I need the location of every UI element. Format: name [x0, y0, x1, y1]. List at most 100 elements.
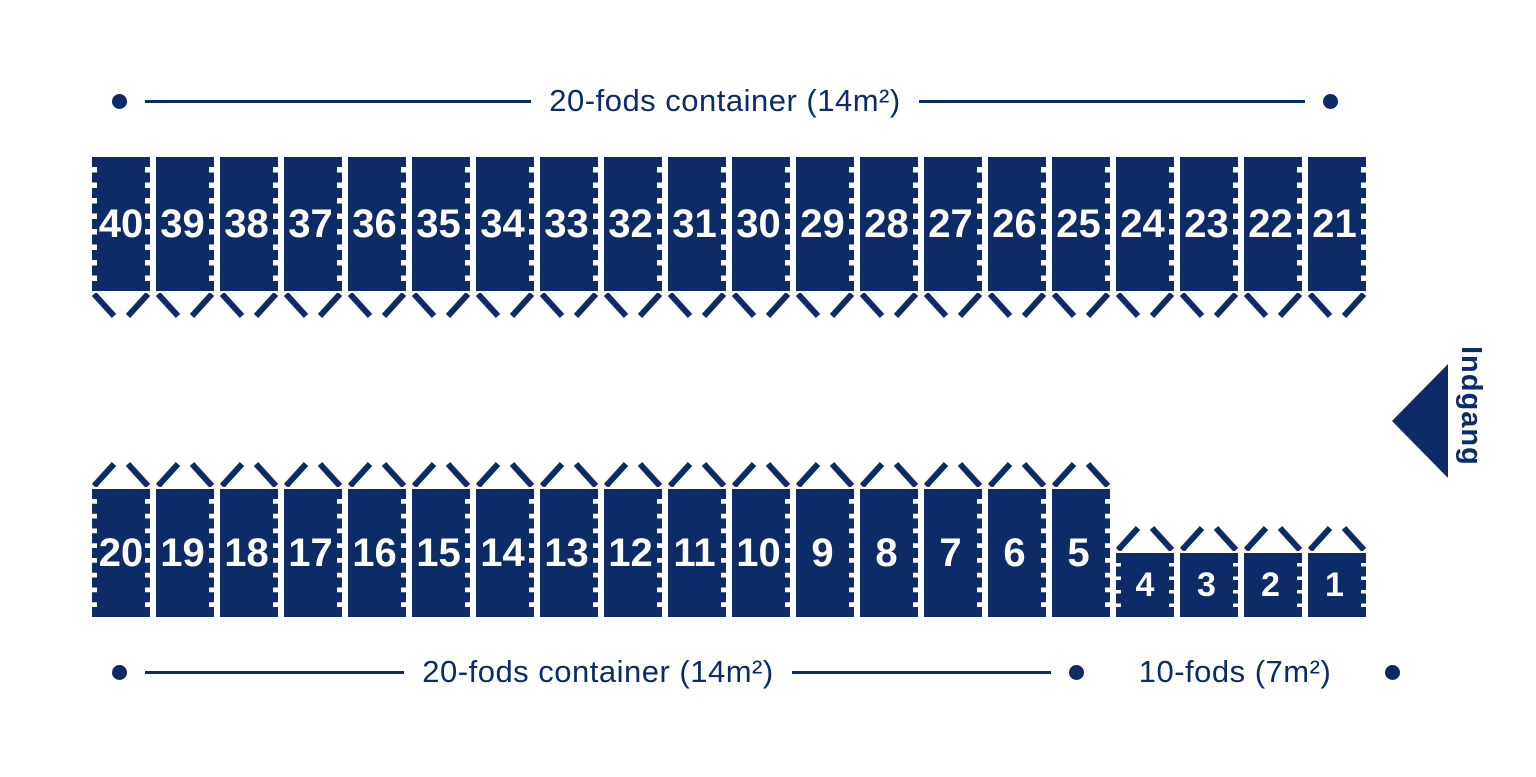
container-20fods: 17 — [284, 461, 342, 617]
container-box: 34 — [476, 157, 534, 291]
container-number: 36 — [352, 202, 397, 246]
container-box: 35 — [412, 157, 470, 291]
container-20fods: 8 — [860, 461, 918, 617]
container-box: 38 — [220, 157, 278, 291]
container-number: 5 — [1067, 531, 1090, 575]
container-box: 8 — [860, 489, 918, 617]
container-doors-icon — [924, 461, 982, 487]
container-box: 6 — [988, 489, 1046, 617]
container-doors-icon — [604, 461, 662, 487]
container-box: 9 — [796, 489, 854, 617]
container-number: 13 — [544, 531, 589, 575]
container-doors-icon — [1180, 293, 1238, 319]
container-doors-icon — [92, 293, 150, 319]
container-doors-icon — [1116, 525, 1174, 551]
container-box: 33 — [540, 157, 598, 291]
ruler-label-bottom-10fods: 10-fods (7m²) — [1138, 654, 1332, 689]
container-number: 2 — [1261, 566, 1280, 604]
container-20fods: 30 — [732, 157, 790, 319]
container-doors-icon — [668, 461, 726, 487]
container-20fods: 35 — [412, 157, 470, 319]
container-doors-icon — [1244, 525, 1302, 551]
container-doors-icon — [604, 293, 662, 319]
container-box: 2 — [1244, 553, 1302, 617]
container-20fods: 22 — [1244, 157, 1302, 319]
container-doors-icon — [988, 293, 1046, 319]
container-box: 1 — [1308, 553, 1366, 617]
container-box: 15 — [412, 489, 470, 617]
container-doors-icon — [860, 293, 918, 319]
container-20fods: 37 — [284, 157, 342, 319]
container-20fods: 33 — [540, 157, 598, 319]
container-row-top: 40 39 38 — [92, 157, 1366, 319]
container-doors-icon — [412, 293, 470, 319]
container-box: 26 — [988, 157, 1046, 291]
container-number: 18 — [224, 531, 269, 575]
container-number: 15 — [416, 531, 461, 575]
container-doors-icon — [220, 461, 278, 487]
container-number: 37 — [288, 202, 333, 246]
container-20fods: 26 — [988, 157, 1046, 319]
container-box: 30 — [732, 157, 790, 291]
container-20fods: 28 — [860, 157, 918, 319]
container-number: 39 — [160, 202, 205, 246]
container-box: 12 — [604, 489, 662, 617]
container-20fods: 11 — [668, 461, 726, 617]
container-20fods: 31 — [668, 157, 726, 319]
container-number: 25 — [1056, 202, 1101, 246]
container-number: 29 — [800, 202, 845, 246]
container-doors-icon — [348, 461, 406, 487]
container-doors-icon — [732, 293, 790, 319]
container-20fods: 29 — [796, 157, 854, 319]
container-number: 6 — [1003, 531, 1026, 575]
container-20fods: 38 — [220, 157, 278, 319]
container-20fods: 5 — [1052, 461, 1110, 617]
container-number: 1 — [1325, 566, 1344, 604]
container-10fods: 4 — [1116, 525, 1174, 617]
container-10fods: 3 — [1180, 525, 1238, 617]
container-number: 31 — [672, 202, 717, 246]
container-box: 39 — [156, 157, 214, 291]
container-number: 20 — [98, 531, 144, 575]
container-box: 23 — [1180, 157, 1238, 291]
container-doors-icon — [156, 461, 214, 487]
container-number: 12 — [608, 531, 653, 575]
container-number: 35 — [416, 202, 461, 246]
ruler-line — [791, 670, 1051, 674]
container-20fods: 40 — [92, 157, 150, 319]
container-doors-icon — [284, 461, 342, 487]
container-number: 38 — [224, 202, 269, 246]
container-number: 4 — [1135, 566, 1155, 604]
container-box: 7 — [924, 489, 982, 617]
container-box: 13 — [540, 489, 598, 617]
ruler-endpoint-dot — [1323, 93, 1338, 109]
container-20fods: 15 — [412, 461, 470, 617]
container-doors-icon — [1052, 461, 1110, 487]
container-box: 37 — [284, 157, 342, 291]
ruler-label-bottom-20fods: 20-fods container (14m²) — [422, 654, 774, 689]
container-doors-icon — [732, 461, 790, 487]
container-10fods: 1 — [1308, 525, 1366, 617]
container-number: 14 — [480, 531, 525, 575]
container-box: 28 — [860, 157, 918, 291]
ruler-line — [145, 99, 532, 103]
container-box: 11 — [668, 489, 726, 617]
container-20fods: 7 — [924, 461, 982, 617]
container-box: 25 — [1052, 157, 1110, 291]
container-doors-icon — [540, 461, 598, 487]
container-doors-icon — [1244, 293, 1302, 319]
ruler-line — [918, 99, 1305, 103]
ruler-label-top: 20-fods container (14m²) — [549, 83, 901, 118]
container-number: 22 — [1248, 202, 1293, 246]
container-doors-icon — [540, 293, 598, 319]
container-doors-icon — [476, 461, 534, 487]
container-20fods: 24 — [1116, 157, 1174, 319]
container-doors-icon — [220, 293, 278, 319]
container-box: 29 — [796, 157, 854, 291]
ruler-bottom-10fods: 10-fods (7m²) — [1085, 654, 1400, 689]
container-doors-icon — [1180, 525, 1238, 551]
container-box: 20 — [92, 489, 150, 617]
container-doors-icon — [1116, 293, 1174, 319]
container-number: 30 — [736, 202, 781, 246]
